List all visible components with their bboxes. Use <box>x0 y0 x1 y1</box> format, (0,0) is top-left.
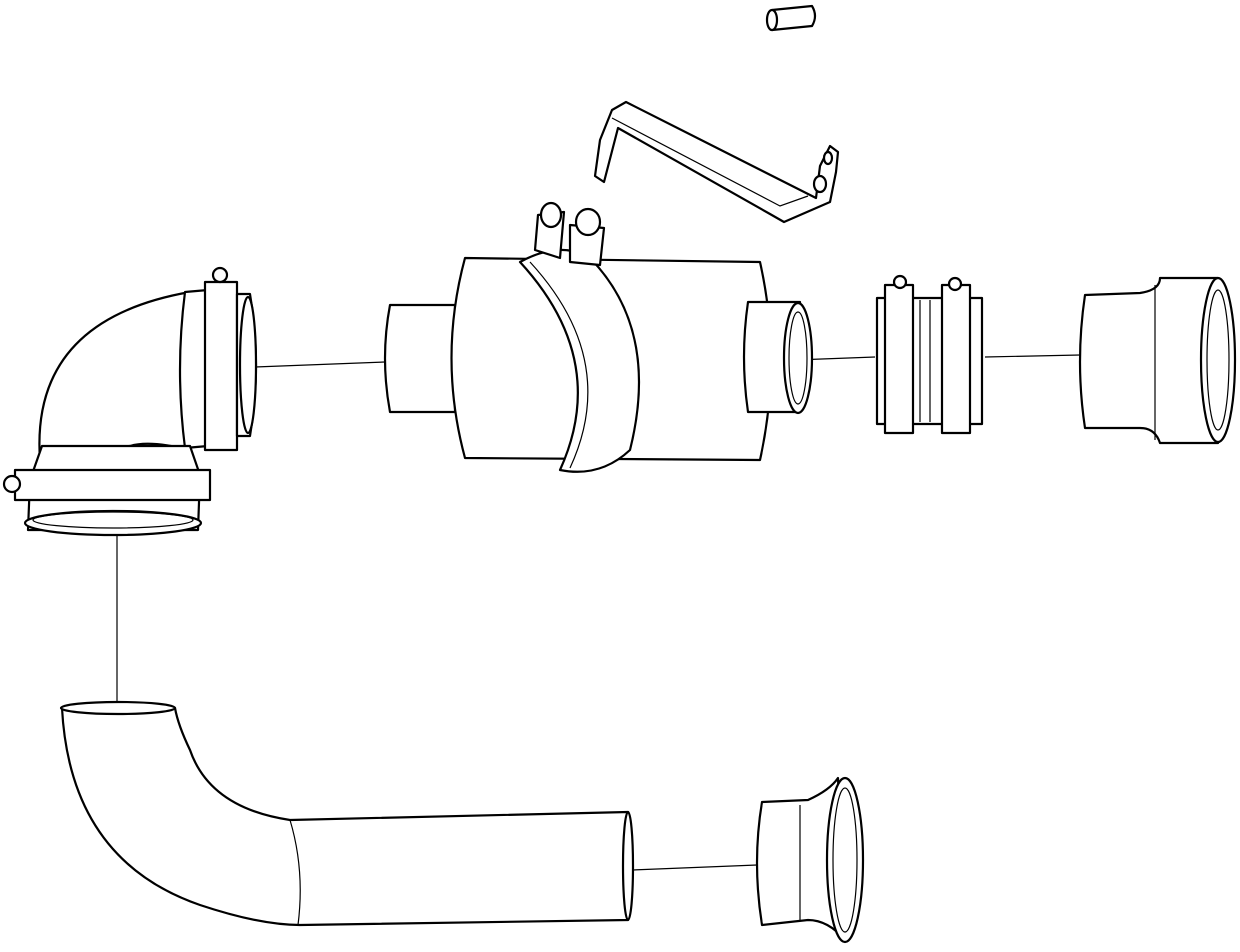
leader-line <box>984 354 1081 358</box>
mounting-bracket-part <box>593 100 840 224</box>
leader-line <box>631 864 758 871</box>
reducer-hose-part <box>1078 276 1237 445</box>
leader-line <box>254 361 386 368</box>
small-sleeve-part <box>765 4 817 32</box>
bell-mouth-intake-part <box>755 776 865 944</box>
air-filter-housing-part <box>383 201 814 473</box>
elbow-hose-part <box>2 266 258 537</box>
hose-coupling-part <box>875 274 984 435</box>
intake-pipe-part <box>59 700 635 927</box>
